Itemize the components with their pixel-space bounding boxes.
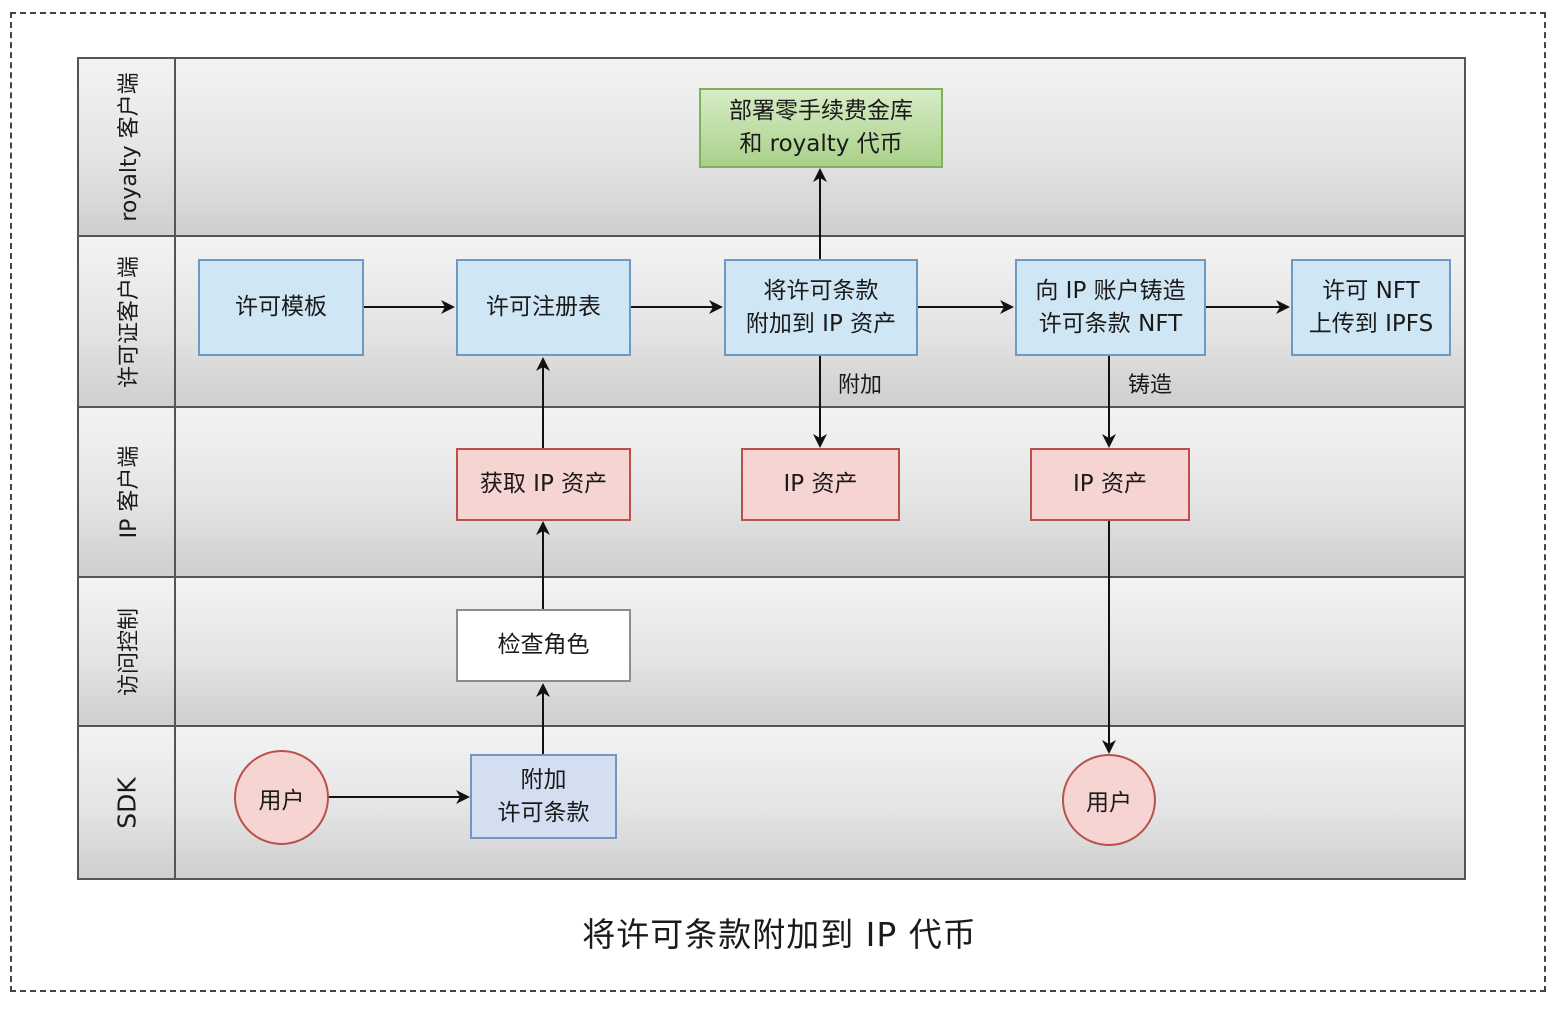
license-registry-node: 许可注册表 — [456, 259, 631, 356]
lane-header: 许可证客户端 — [79, 237, 176, 406]
edge-label-attach: 附加 — [838, 373, 883, 398]
user-left-node: 用户 — [234, 750, 329, 845]
deploy-vault-node: 部署零手续费金库 和 royalty 代币 — [699, 88, 943, 168]
dashed-frame — [10, 12, 1546, 992]
get-ip-asset-node: 获取 IP 资产 — [456, 448, 631, 521]
lane-header: 访问控制 — [79, 578, 176, 725]
license-template-node: 许可模板 — [198, 259, 364, 356]
lane-sdk: SDK — [77, 725, 1466, 880]
lane-access-control: 访问控制 — [77, 576, 1466, 725]
edge-label-mint: 铸造 — [1128, 373, 1173, 398]
lane-header: SDK — [79, 727, 176, 878]
upload-nft-ipfs-node: 许可 NFT 上传到 IPFS — [1291, 259, 1451, 356]
lane-royalty-client: royalty 客户端 — [77, 57, 1466, 235]
mint-license-nft-node: 向 IP 账户铸造 许可条款 NFT — [1015, 259, 1206, 356]
lane-header: IP 客户端 — [79, 408, 176, 576]
ip-asset-attach-node: IP 资产 — [741, 448, 900, 521]
attach-terms-to-ip-node: 将许可条款 附加到 IP 资产 — [724, 259, 918, 356]
user-right-node: 用户 — [1062, 754, 1156, 846]
attach-license-terms-node: 附加 许可条款 — [470, 754, 617, 839]
check-role-node: 检查角色 — [456, 609, 631, 682]
diagram-caption: 将许可条款附加到 IP 代币 — [582, 915, 977, 954]
ip-asset-mint-node: IP 资产 — [1030, 448, 1190, 521]
lane-header: royalty 客户端 — [79, 59, 176, 235]
